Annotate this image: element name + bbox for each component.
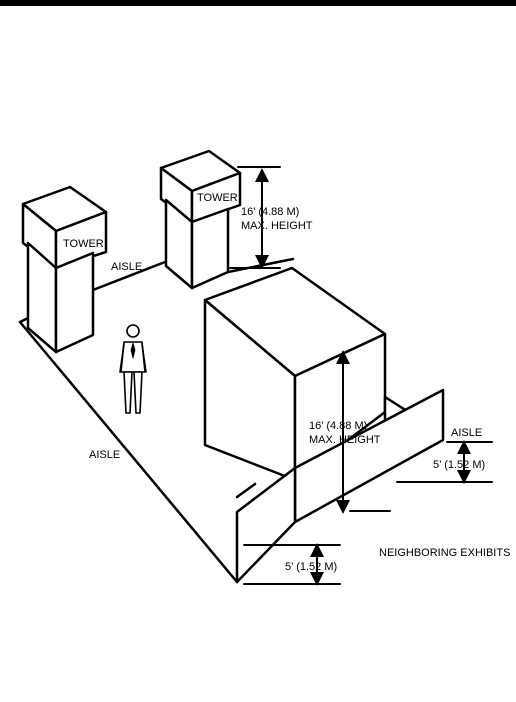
right-wall-dimension <box>396 440 493 484</box>
tower-center <box>159 149 242 290</box>
top-border-bar <box>0 0 516 6</box>
aisle-right-label: AISLE <box>451 427 482 439</box>
right-wall-height-label: 5’ (1.52 M) <box>433 459 485 471</box>
low-walls <box>235 388 445 584</box>
block-height-caption: MAX. HEIGHT <box>309 434 381 446</box>
tower-height-dimension <box>229 166 281 269</box>
tower-center-label: TOWER <box>197 192 238 204</box>
tower-left <box>21 185 108 354</box>
tower-height-value: 16’ (4.88 M) <box>241 206 299 218</box>
block-height-value: 16’ (4.88 M) <box>309 420 367 432</box>
neighboring-exhibits-label: NEIGHBORING EXHIBITS <box>379 547 510 559</box>
block-height-dimension <box>336 350 391 514</box>
tower-left-label: TOWER <box>63 238 104 250</box>
front-wall-dimension <box>243 543 341 586</box>
person-figure <box>119 324 147 414</box>
tower-height-caption: MAX. HEIGHT <box>241 220 313 232</box>
aisle-back-label: AISLE <box>111 261 142 273</box>
front-wall-height-label: 5’ (1.52 M) <box>285 561 337 573</box>
aisle-left-label: AISLE <box>89 449 120 461</box>
